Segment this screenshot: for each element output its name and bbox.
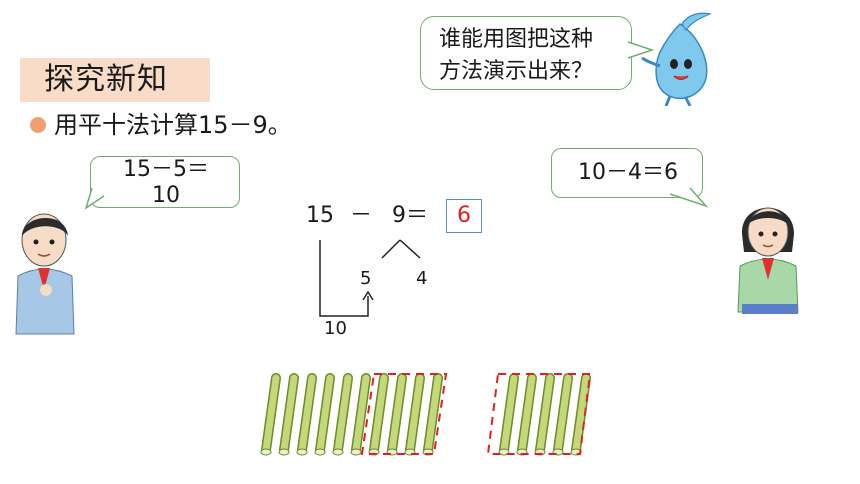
left-speech-bubble: 15－5＝ 10 bbox=[90, 156, 240, 208]
left-bubble-line2: 10 bbox=[152, 183, 180, 208]
dashed-box-five bbox=[486, 373, 592, 455]
girl-figure-icon bbox=[737, 207, 799, 314]
top-bubble-line1: 谁能用图把这种 bbox=[439, 27, 594, 52]
right-bubble-tail bbox=[670, 187, 709, 208]
counting-sticks bbox=[250, 373, 592, 464]
top-bubble-line2: 方法演示出来？ bbox=[439, 59, 594, 84]
dashed-box-four bbox=[360, 373, 448, 455]
boy-figure-icon bbox=[15, 213, 75, 335]
right-speech-bubble: 10－4＝6 bbox=[551, 148, 703, 198]
instruction-text: 用平十法计算15－9。 bbox=[54, 111, 292, 139]
left-bubble-line1: 15－5＝ bbox=[123, 157, 209, 182]
bullet-dot bbox=[30, 117, 46, 133]
stick-group-five bbox=[499, 378, 586, 455]
equation-minus-sign: － bbox=[350, 203, 373, 228]
ten-label: 10 bbox=[324, 318, 347, 339]
stick-bundle-ten bbox=[261, 378, 438, 455]
top-bubble-tail bbox=[627, 41, 655, 59]
section-title: 探究新知 bbox=[20, 58, 210, 102]
split-left-number: 5 bbox=[360, 268, 372, 289]
water-drop-mascot-icon bbox=[641, 12, 713, 106]
right-bubble-text: 10－4＝6 bbox=[578, 160, 678, 185]
top-speech-bubble: 谁能用图把这种 方法演示出来？ bbox=[420, 16, 632, 90]
equation-minuend: 15 bbox=[306, 203, 334, 228]
left-bubble-tail bbox=[84, 188, 105, 210]
split-right-number: 4 bbox=[416, 268, 428, 289]
equation-subtrahend: 9＝ bbox=[392, 203, 428, 228]
answer-box: 6 bbox=[446, 199, 482, 233]
decomposition-lines bbox=[319, 239, 421, 317]
